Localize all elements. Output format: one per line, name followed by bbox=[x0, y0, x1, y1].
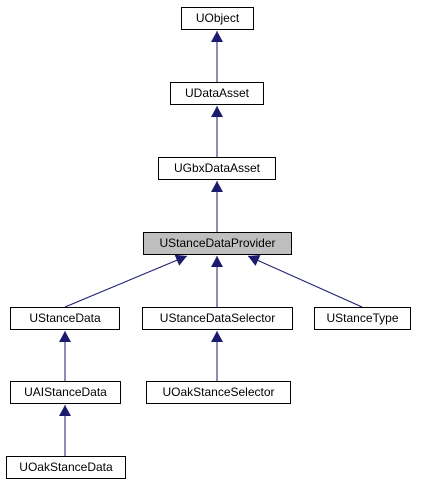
class-node-uoakstanceselector[interactable]: UOakStanceSelector bbox=[146, 381, 291, 404]
edge-ustancedata-to-provider bbox=[64, 254, 188, 308]
class-node-ustancedataprovider: UStanceDataProvider bbox=[143, 232, 292, 255]
class-node-udataasset[interactable]: UDataAsset bbox=[170, 82, 264, 105]
class-node-uobject[interactable]: UObject bbox=[181, 7, 254, 30]
class-node-uaistancedata[interactable]: UAIStanceData bbox=[10, 381, 121, 404]
class-node-ustancedataselector[interactable]: UStanceDataSelector bbox=[142, 307, 293, 330]
class-node-ustancetype[interactable]: UStanceType bbox=[314, 307, 411, 330]
class-node-uoakstancedata[interactable]: UOakStanceData bbox=[6, 456, 126, 479]
edge-ustancetype-to-provider bbox=[247, 255, 363, 308]
class-node-ustancedata[interactable]: UStanceData bbox=[10, 307, 120, 330]
class-node-ugbxdataasset[interactable]: UGbxDataAsset bbox=[158, 157, 276, 180]
